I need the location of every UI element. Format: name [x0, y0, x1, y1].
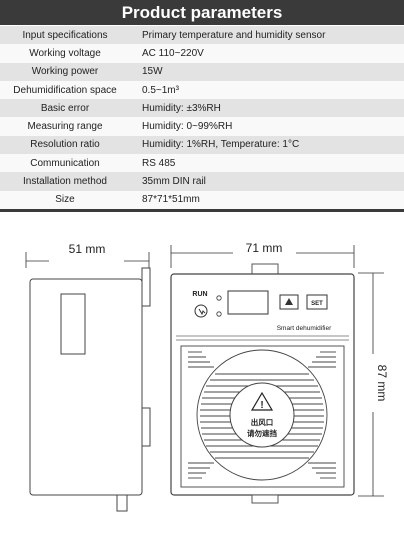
up-button[interactable] — [279, 294, 299, 310]
height-label: 87 mm — [375, 365, 389, 402]
param-key: Dehumidification space — [13, 84, 117, 96]
param-value: RS 485 — [142, 157, 176, 169]
table-row: Basic error Humidity: ±3%RH — [0, 99, 404, 118]
param-value: AC 110~220V — [142, 47, 204, 59]
set-button-label: SET — [311, 301, 323, 307]
param-value: Humidity: 0~99%RH — [142, 121, 233, 133]
run-label: RUN — [192, 291, 207, 298]
table-row: Installation method 35mm DIN rail — [0, 172, 404, 191]
page-title: Product parameters — [0, 0, 404, 25]
front-width-dimension — [170, 245, 355, 268]
param-key: Working power — [31, 66, 99, 78]
param-key: Resolution ratio — [30, 139, 100, 151]
vent-warning-line1: 出风口 — [251, 417, 274, 427]
status-led — [216, 311, 222, 317]
svg-text:!: ! — [260, 400, 263, 411]
param-value: 0.5~1m³ — [142, 84, 179, 96]
side-view — [29, 267, 151, 512]
up-arrow-icon — [285, 298, 293, 305]
table-row: Working voltage AC 110~220V — [0, 44, 404, 63]
front-width-label: 71 mm — [246, 241, 283, 255]
panel-label: Smart dehumidifier — [277, 325, 332, 332]
table-row: Input specifications Primary temperature … — [0, 26, 404, 45]
run-indicator — [194, 304, 208, 318]
table-row: Communication RS 485 — [0, 154, 404, 173]
param-key: Working voltage — [29, 47, 101, 59]
table-row: Measuring range Humidity: 0~99%RH — [0, 117, 404, 136]
table-row: Resolution ratio Humidity: 1%RH, Temperat… — [0, 135, 404, 155]
title-text: Product parameters — [121, 2, 283, 22]
param-key: Installation method — [23, 176, 107, 188]
table-row: Dehumidification space 0.5~1m³ — [0, 80, 404, 100]
side-width-dimension — [25, 252, 150, 268]
param-key: Basic error — [40, 102, 90, 114]
param-key: Communication — [30, 157, 100, 169]
param-value: 15W — [142, 66, 163, 78]
vent-label-disc — [229, 382, 295, 448]
status-led — [216, 295, 222, 301]
table-bottom-bar — [0, 209, 404, 212]
table-row: Size 87*71*51mm — [0, 190, 404, 209]
param-value: Primary temperature and humidity sensor — [142, 29, 326, 41]
param-table: Input specifications Primary temperature … — [0, 26, 404, 209]
param-key: Input specifications — [22, 29, 108, 41]
param-key: Size — [55, 194, 75, 206]
height-dimension — [358, 272, 384, 497]
side-width-label: 51 mm — [69, 242, 106, 256]
param-key: Measuring range — [27, 121, 103, 133]
set-button[interactable]: SET — [306, 294, 328, 310]
display-screen — [227, 290, 269, 315]
warning-icon: ! — [250, 391, 274, 411]
vent-warning-line2: 请勿遮挡 — [247, 428, 277, 438]
param-value: 35mm DIN rail — [142, 176, 206, 188]
table-row: Working power 15W — [0, 62, 404, 81]
param-value: Humidity: ±3%RH — [142, 102, 221, 114]
param-value: Humidity: 1%RH, Temperature: 1°C — [142, 139, 300, 151]
param-value: 87*71*51mm — [142, 194, 200, 206]
